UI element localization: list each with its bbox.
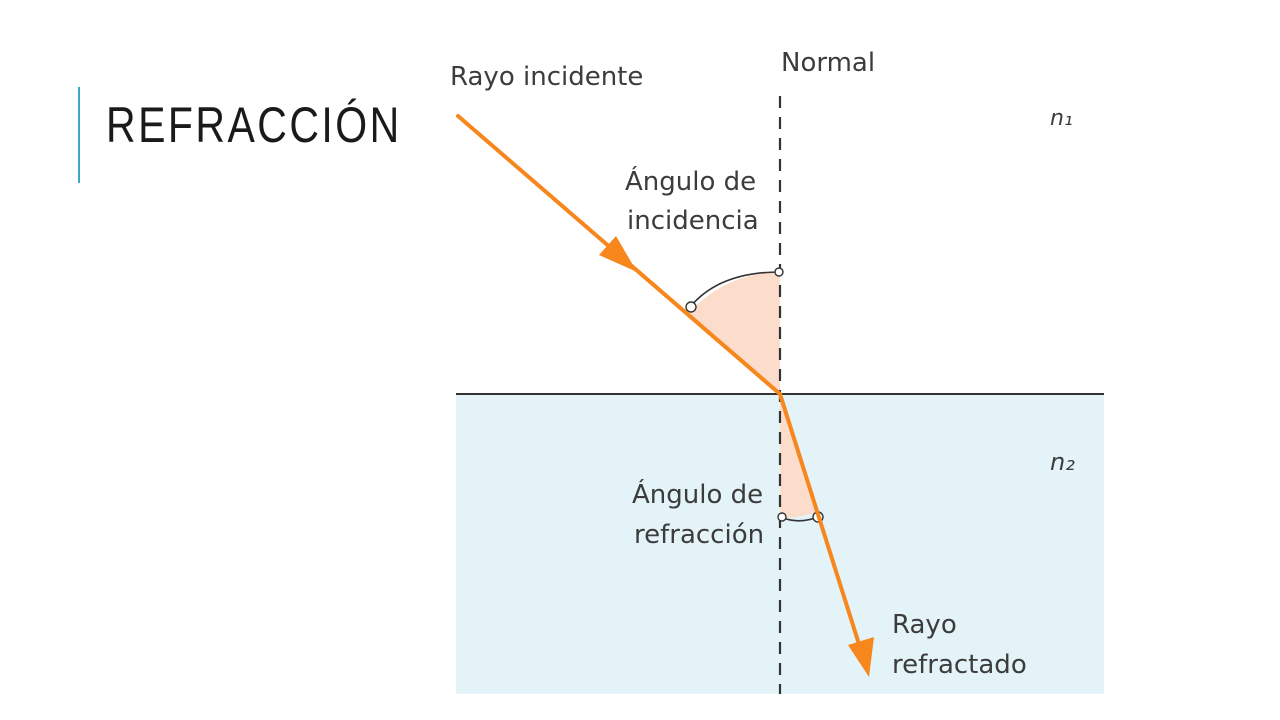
refracted-ray [778, 392, 866, 662]
refraction-arc-start-marker [777, 512, 787, 522]
title-accent-bar [78, 87, 80, 183]
normal-label: Normal [781, 48, 875, 78]
refracted-ray-label-line1: Rayo [892, 610, 957, 640]
incident-ray-arrowhead [599, 236, 637, 272]
refracted-ray-arrowhead [848, 637, 874, 677]
refracted-ray-label-line2: refractado [892, 650, 1027, 680]
incidence-angle-label-line2: incidencia [627, 206, 759, 236]
incidence-arc-end-marker [774, 267, 784, 277]
refraction-angle-label-line2: refracción [634, 520, 764, 550]
slide-title: REFRACCIÓN [106, 97, 402, 153]
incidence-arc-start-marker [685, 301, 697, 313]
incidence-angle-wedge [689, 272, 780, 394]
incidence-angle-label-line1: Ángulo de [625, 165, 756, 197]
incident-ray-label: Rayo incidente [450, 62, 643, 92]
refraction-angle-label-line1: Ángulo de [632, 478, 763, 510]
medium-1-index-label: n₁ [1050, 106, 1073, 131]
incidence-angle-arc [690, 271, 781, 307]
medium-2-index-label: n₂ [1050, 448, 1075, 476]
